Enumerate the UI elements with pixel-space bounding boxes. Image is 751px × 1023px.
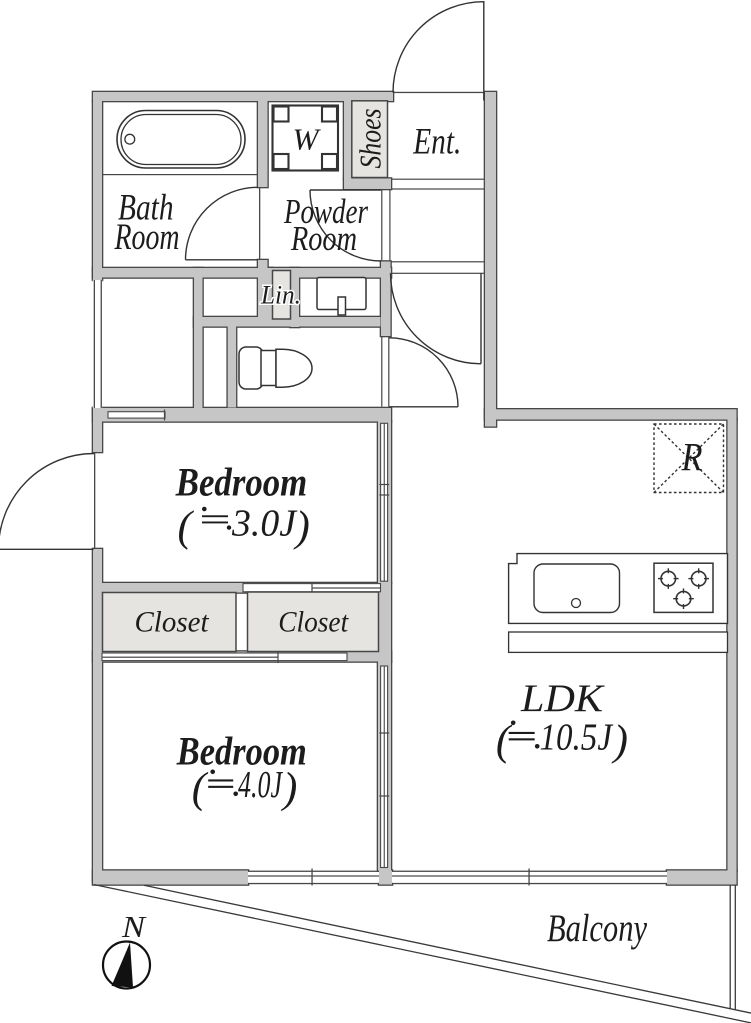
svg-text:3.0J: 3.0J [231, 502, 298, 544]
svg-text:Bath: Bath [118, 188, 174, 229]
svg-text:LDK: LDK [520, 677, 605, 720]
svg-text:Bedroom: Bedroom [175, 460, 307, 505]
svg-text:): ) [611, 718, 628, 765]
svg-text:Room: Room [290, 219, 357, 258]
svg-text:Powder: Powder [283, 192, 368, 231]
svg-text:R: R [681, 435, 703, 480]
svg-text:(: ( [178, 504, 195, 551]
svg-text:Closet: Closet [135, 606, 210, 639]
svg-text:Lin.: Lin. [260, 281, 301, 310]
svg-text:(: ( [496, 718, 513, 765]
svg-text:): ) [293, 504, 310, 551]
svg-text:Balcony: Balcony [547, 907, 648, 950]
svg-text:Room: Room [114, 217, 180, 258]
svg-text:Shoes: Shoes [353, 109, 388, 169]
svg-text:Closet: Closet [278, 606, 349, 639]
svg-text:Bedroom: Bedroom [176, 728, 307, 773]
svg-text:4.0J: 4.0J [238, 764, 283, 806]
svg-text:10.5J: 10.5J [540, 717, 614, 759]
svg-text:N: N [121, 909, 148, 944]
svg-text:W: W [293, 121, 322, 156]
svg-text:(: ( [192, 765, 209, 812]
svg-text:): ) [280, 765, 297, 812]
svg-text:Ent.: Ent. [413, 121, 462, 162]
